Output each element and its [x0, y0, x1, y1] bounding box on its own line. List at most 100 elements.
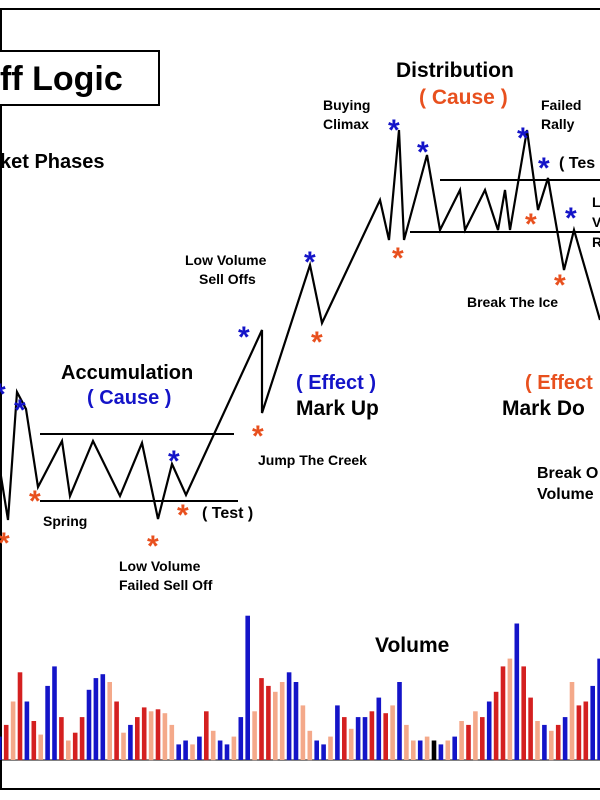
right-cut-label-3: R [592, 234, 600, 250]
buying-climax-label-1: Buying [323, 97, 371, 113]
star-blue-7: * [417, 136, 429, 169]
volume-bar [562, 717, 568, 760]
star-red-4: * [177, 499, 189, 532]
distribution-cause-label: ( Cause ) [419, 86, 508, 109]
volume-bar [114, 701, 119, 760]
accumulation-label: Accumulation [61, 362, 194, 384]
volume-bar [66, 740, 71, 760]
volume-bar [238, 717, 244, 760]
price-path [0, 129, 600, 521]
volume-bar [148, 711, 154, 761]
spring-label: Spring [43, 513, 88, 529]
star-blue-5: * [304, 246, 316, 279]
volume-bar [314, 740, 319, 760]
failed-rally-label-2: Rally [541, 116, 575, 132]
volume-bar [190, 744, 195, 760]
low-volume-sell-offs-label-1: Low Volume [185, 252, 267, 268]
volume-bar [217, 740, 223, 760]
blue-stars: * * * * * * * * * * [0, 114, 577, 478]
break-the-ice-label: Break The Ice [467, 294, 559, 310]
volume-bar [169, 724, 175, 760]
low-volume-failed-label-1: Low Volume [119, 558, 201, 574]
volume-bar [10, 701, 16, 760]
volume-bar [590, 685, 595, 760]
star-blue-3: * [168, 445, 180, 478]
distribution-label: Distribution [396, 59, 514, 82]
volume-label: Volume [375, 634, 450, 657]
volume-bar [390, 705, 395, 760]
test-right-label: ( Tes [559, 155, 596, 172]
volume-bar [204, 711, 209, 761]
volume-bar [328, 736, 333, 760]
volume-bar [521, 666, 526, 760]
title-box [0, 50, 160, 106]
volume-bar [121, 732, 126, 760]
volume-bar [535, 721, 540, 760]
star-red-2: * [29, 485, 41, 518]
volume-bar [59, 717, 64, 760]
volume-bar [3, 724, 9, 760]
volume-bar [273, 691, 278, 761]
volume-bar [266, 685, 271, 760]
volume-bar [210, 730, 216, 761]
volume-bar [259, 678, 264, 760]
star-blue-1: * [0, 378, 6, 411]
volume-bar [0, 736, 2, 760]
break-volume-label-2: Volume [537, 486, 594, 503]
red-stars: * * * * * * * * * [0, 208, 566, 563]
volume-bar [93, 678, 99, 760]
volume-bar [107, 682, 112, 760]
volume-bar [24, 701, 30, 760]
volume-bar [417, 740, 423, 760]
outer-border [0, 8, 600, 790]
volume-bar [369, 711, 375, 761]
volume-bar [438, 744, 444, 760]
volume-bar [231, 736, 237, 760]
volume-bar [555, 724, 561, 760]
low-volume-failed-label-2: Failed Sell Off [119, 577, 213, 593]
star-red-6: * [311, 326, 323, 359]
volume-bar [141, 707, 147, 760]
star-blue-9: * [538, 152, 550, 185]
volume-bar [493, 691, 499, 761]
volume-bar [321, 744, 326, 760]
volume-bar [155, 709, 161, 760]
test-left-label: ( Test ) [202, 505, 254, 522]
star-blue-4: * [238, 321, 250, 354]
right-cut-label-2: V [592, 214, 600, 230]
volume-bar [431, 740, 437, 760]
failed-rally-label-1: Failed [541, 97, 582, 113]
volume-bar [466, 724, 471, 760]
volume-bar [507, 658, 513, 760]
volume-bar [293, 682, 299, 760]
volume-bar [445, 740, 451, 760]
star-red-3: * [147, 530, 159, 563]
volume-bar [252, 711, 257, 761]
volume-bar [376, 697, 382, 760]
volume-bar [17, 672, 23, 761]
volume-bar [569, 682, 575, 760]
star-red-5: * [252, 420, 264, 453]
volume-bar [52, 666, 57, 760]
buying-climax-label-2: Climax [323, 116, 369, 132]
volume-bar [583, 701, 589, 760]
volume-bar [424, 736, 430, 760]
page-title: ff Logic [0, 60, 123, 98]
volume-bar [128, 724, 133, 760]
volume-bar [514, 623, 520, 760]
star-red-9: * [554, 269, 566, 302]
volume-bar [459, 721, 464, 760]
volume-bar [528, 697, 533, 760]
volume-bar [335, 705, 340, 760]
low-volume-sell-offs-label-2: Sell Offs [199, 271, 256, 287]
volume-bar [397, 682, 402, 760]
star-red-7: * [392, 242, 404, 275]
break-volume-label-1: Break O [537, 465, 599, 482]
volume-bar [486, 701, 492, 760]
volume-bar [197, 736, 202, 760]
volume-bar [72, 732, 78, 760]
star-red-8: * [525, 208, 537, 241]
volume-bar [355, 717, 361, 760]
volume-bar [162, 713, 168, 760]
star-red-1: * [0, 527, 10, 560]
